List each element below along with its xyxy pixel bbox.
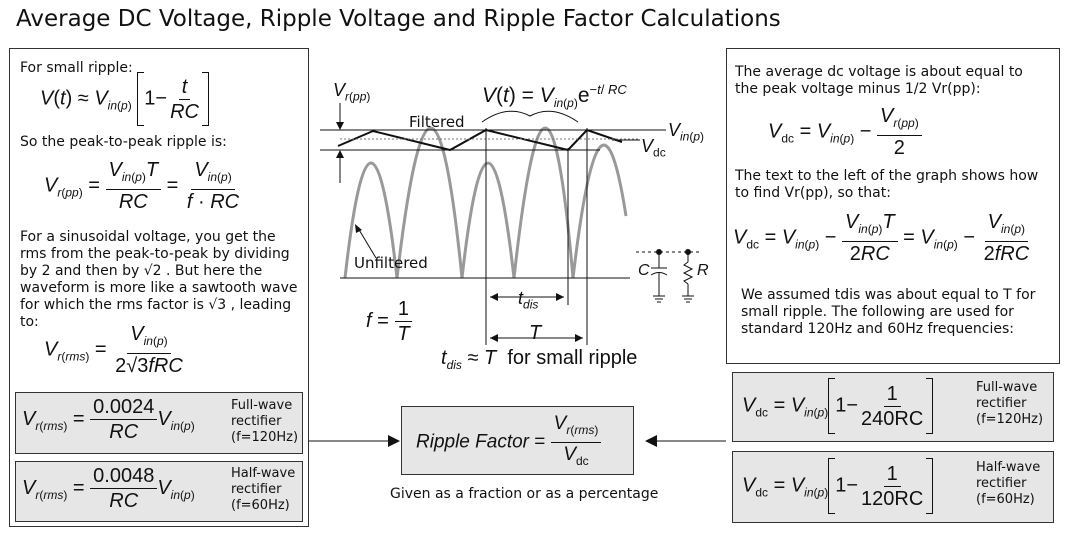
ripple-factor-equation: Ripple Factor = Vr(rms)Vdc bbox=[416, 412, 602, 473]
left-fw-numerator: 0.0024 bbox=[90, 395, 158, 420]
ripple-caption: Given as a fraction or as a percentage bbox=[390, 486, 659, 502]
right-fullwave-box bbox=[732, 372, 1054, 442]
filtered-label: Filtered bbox=[409, 113, 465, 131]
ripple-factor-box bbox=[401, 406, 634, 475]
right-avg-text: The average dc voltage is about equal to… bbox=[735, 64, 1023, 97]
left-small-ripple-text: For small ripple: bbox=[20, 60, 133, 76]
filtered-waveform bbox=[337, 128, 623, 152]
decay-equation: V(t) = Vin(p)e−t/ RC bbox=[482, 82, 627, 111]
vdc-label: Vdc bbox=[641, 136, 666, 160]
right-find-text: The text to the left of the graph shows … bbox=[735, 168, 1039, 201]
unfiltered-waveform bbox=[343, 126, 628, 279]
left-hw-numerator: 0.0048 bbox=[90, 464, 158, 489]
left-sinusoid-text: For a sinusoidal voltage, you get the rm… bbox=[20, 229, 298, 330]
right-halfwave-box bbox=[732, 451, 1054, 523]
right-halfwave-label: Half-wave rectifier (f=60Hz) bbox=[976, 460, 1041, 507]
left-fullwave-box bbox=[15, 392, 303, 454]
unfiltered-pointer bbox=[357, 227, 377, 259]
left-halfwave-box bbox=[15, 461, 303, 522]
tdis-label: tdis bbox=[518, 288, 539, 312]
resistor-label: R bbox=[697, 262, 709, 279]
right-fullwave-label: Full-wave rectifier (f=120Hz) bbox=[976, 380, 1044, 427]
right-fw-denominator: 240RC bbox=[861, 407, 924, 430]
left-halfwave-label: Half-wave rectifier (f=60Hz) bbox=[231, 466, 296, 513]
period-label: T bbox=[529, 322, 542, 344]
left-fullwave-label: Full-wave rectifier (f=120Hz) bbox=[231, 398, 299, 445]
vinp-label: Vin(p) bbox=[668, 120, 705, 144]
right-assumed-text: We assumed tdis was about equal to T for… bbox=[741, 287, 1036, 337]
tdis-note: for small ripple bbox=[507, 347, 638, 369]
left-eq-vrrms: Vr(rms) = Vin(p)2√3fRC bbox=[44, 323, 183, 377]
page-title: Average DC Voltage, Ripple Voltage and R… bbox=[16, 6, 781, 32]
vrpp-label: Vr(pp) bbox=[333, 80, 371, 104]
rc-load-icon bbox=[636, 249, 700, 303]
right-panel bbox=[726, 48, 1060, 364]
right-hw-denominator: 120RC bbox=[861, 487, 924, 510]
tdis-approx: tdis ≈ T for small ripple bbox=[441, 347, 638, 372]
right-eq-vdc1: Vdc = Vin(p) − Vr(pp)2 bbox=[768, 104, 922, 160]
unfiltered-label: Unfiltered bbox=[354, 254, 428, 272]
capacitor-label: C bbox=[638, 262, 650, 279]
left-panel bbox=[9, 48, 309, 527]
left-peak-to-peak-text: So the peak-to-peak ripple is: bbox=[20, 134, 227, 150]
